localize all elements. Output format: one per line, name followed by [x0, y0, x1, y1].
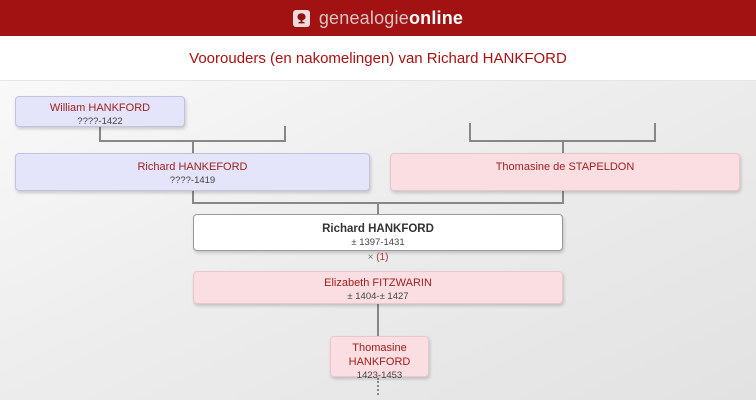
connector-line — [99, 127, 101, 141]
person-name: Thomasine de STAPELDON — [495, 161, 635, 173]
connector-stub — [654, 123, 656, 141]
person-name: Richard HANKFORD — [322, 223, 434, 235]
connector-stub — [284, 126, 286, 141]
person-name: Thomasine HANKFORD — [348, 342, 411, 368]
marriage-number: (1) — [376, 252, 389, 263]
descendants-dotted-line — [377, 378, 379, 395]
family-tree: William HANKFORD ????-1422 Richard HANKE… — [0, 80, 756, 400]
connector-line — [562, 140, 564, 154]
person-name: Elizabeth FITZWARIN — [324, 277, 432, 289]
header-bar: genealogieonline — [0, 0, 756, 36]
person-dates: ????-1422 — [77, 116, 123, 127]
marriage-x-symbol: × — [367, 252, 374, 263]
site-logo[interactable]: genealogieonline — [292, 8, 463, 29]
connector-line — [192, 191, 194, 204]
site-logo-text: genealogieonline — [319, 8, 463, 29]
person-box-richard-hankford[interactable]: Richard HANKFORD ± 1397-1431 — [193, 214, 563, 251]
connector-line — [377, 202, 379, 214]
connector-line — [562, 191, 564, 204]
logo-prefix: genealogie — [318, 7, 409, 28]
person-name: Richard HANKEFORD — [137, 161, 248, 173]
connector-line — [377, 304, 379, 336]
person-dates: 1423-1453 — [356, 370, 403, 381]
connector-line — [192, 140, 194, 154]
person-box-thomasine-hankford[interactable]: Thomasine HANKFORD 1423-1453 — [330, 336, 429, 381]
person-box-richard-hankeford[interactable]: Richard HANKEFORD ????-1419 — [15, 153, 370, 191]
person-dates: ????-1419 — [169, 175, 216, 186]
person-dates: ± 1397-1431 — [351, 237, 405, 248]
title-bar: Voorouders (en nakomelingen) van Richard… — [0, 36, 756, 80]
person-box-elizabeth-fitzwarin[interactable]: Elizabeth FITZWARIN ± 1404-± 1427 — [193, 271, 563, 304]
person-name: William HANKFORD — [49, 102, 151, 114]
person-dates: ± 1404-± 1427 — [347, 291, 409, 302]
connector-stub — [469, 123, 471, 141]
person-box-william-hankford[interactable]: William HANKFORD ????-1422 — [15, 96, 185, 127]
page-title: Voorouders (en nakomelingen) van Richard… — [189, 49, 567, 67]
person-box-thomasine-de-stapeldon[interactable]: Thomasine de STAPELDON — [390, 153, 740, 191]
logo-suffix: online — [408, 7, 464, 28]
tree-icon — [292, 9, 310, 27]
marriage-indicator[interactable]: × (1) — [193, 252, 563, 263]
